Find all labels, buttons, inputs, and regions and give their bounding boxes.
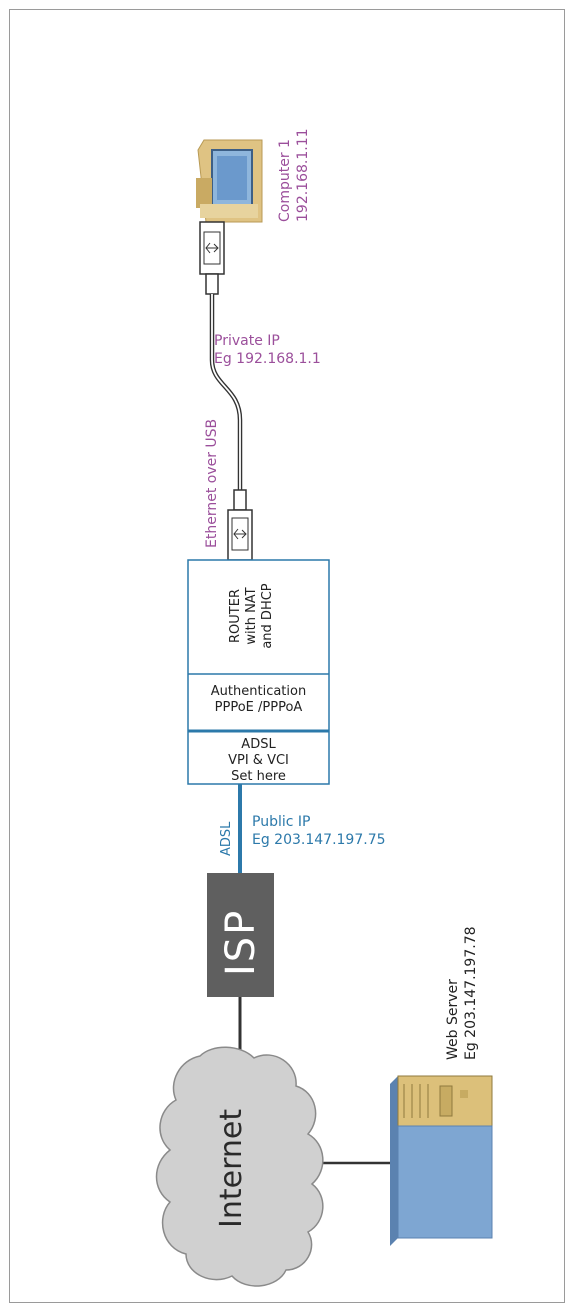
private-ip-value: Eg 192.168.1.1 (214, 351, 321, 367)
internet-label: Internet (214, 1108, 249, 1228)
computer-icon (196, 139, 263, 223)
auth-line-2: PPPoE /PPPoA (214, 700, 303, 715)
cable-label: Ethernet over USB (204, 418, 220, 548)
computer-label: Computer 1 192.168.1.11 (276, 122, 312, 222)
diagram-frame (9, 9, 565, 1303)
web-server-name: Web Server (445, 979, 461, 1060)
router-line-3: and DHCP (260, 583, 275, 649)
public-ip-title: Public IP (252, 814, 311, 830)
adsl-line-1: ADSL (241, 737, 276, 752)
web-server-ip: Eg 203.147.197.78 (463, 926, 479, 1060)
adsl-line-2: VPI & VCI (228, 753, 289, 768)
router-line-2: with NAT (244, 587, 259, 645)
web-server-label: Web Server Eg 203.147.197.78 (444, 926, 480, 1060)
router-auth-block: Authentication PPPoE /PPPoA (188, 684, 329, 716)
computer-name: Computer 1 (277, 139, 293, 222)
router-title-block: ROUTER with NAT and DHCP (228, 564, 276, 668)
public-ip-value: Eg 203.147.197.75 (252, 832, 386, 848)
isp-label: ISP (218, 908, 264, 976)
router-box (187, 559, 330, 785)
adsl-line-3: Set here (231, 769, 286, 784)
auth-line-1: Authentication (210, 684, 307, 699)
web-server-icon (390, 1075, 493, 1246)
isp-box (207, 873, 274, 997)
usb-plug-top-icon (199, 221, 225, 295)
computer-ip: 192.168.1.11 (295, 128, 311, 222)
router-adsl-block: ADSL VPI & VCI Set here (188, 737, 329, 785)
internet-cloud-icon (155, 1046, 324, 1287)
adsl-link-label: ADSL (219, 821, 234, 856)
usb-plug-bottom-icon (227, 489, 253, 561)
private-ip-label: Private IP Eg 192.168.1.1 (214, 332, 321, 368)
router-line-1: ROUTER (228, 589, 243, 643)
public-ip-label: Public IP Eg 203.147.197.75 (252, 813, 386, 849)
private-ip-title: Private IP (214, 333, 280, 349)
